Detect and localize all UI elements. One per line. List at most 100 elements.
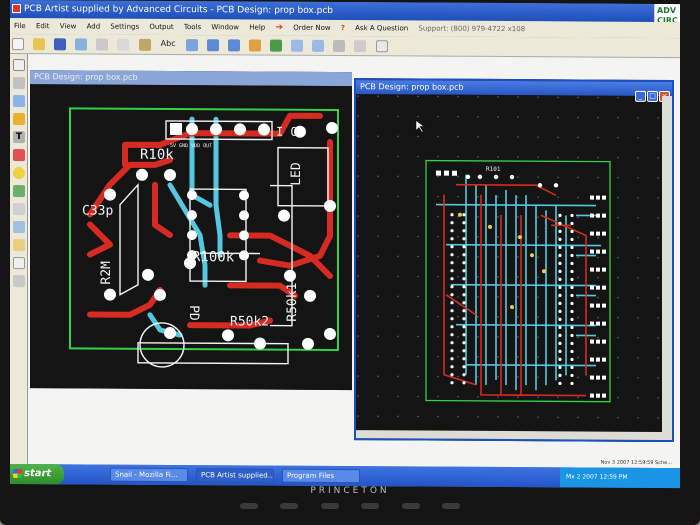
pcb-window-zoomed[interactable]: PCB Design: prop box.pcb [30,70,352,391]
task-program-files[interactable]: Program Files [282,468,360,484]
connector-pad [602,213,606,218]
ic-pin [450,333,454,337]
copper-tool-icon[interactable] [13,185,25,198]
pcb-window-full[interactable]: PCB Design: prop box.pcb _□× [354,78,674,443]
zoom-icon[interactable] [185,39,198,52]
ic-pin [450,253,454,257]
ic-pin [450,341,454,345]
menu-help[interactable]: Help [249,23,266,32]
measure-tool-icon[interactable] [13,257,25,270]
monitor-button[interactable] [280,503,299,509]
area-tool-icon[interactable] [13,203,25,216]
ic-pin [450,237,454,241]
ic-pin [450,213,454,217]
line-tool-icon[interactable] [13,77,25,90]
ic-pin [570,285,574,290]
ic-pin [570,357,574,362]
connector-pad [596,393,600,398]
cut-icon[interactable] [96,38,109,51]
redo-icon[interactable] [312,39,325,52]
via-tool-icon[interactable] [13,239,25,252]
delete-icon[interactable] [333,39,346,53]
zoom-out-icon[interactable] [227,39,240,52]
edge-connectors [590,195,606,398]
monitor-button[interactable] [240,503,258,509]
connector-pad [596,195,600,200]
ic-pin [570,373,574,378]
connector-pad [590,303,594,308]
pads [104,121,338,350]
ic-pin [462,229,466,233]
undo-icon[interactable] [291,39,304,52]
dimension-tool-icon[interactable] [13,221,25,234]
track-tool-icon[interactable] [13,95,25,108]
start-button[interactable]: start [10,464,64,485]
ic-pin [462,221,466,225]
pcb-canvas-zoomed[interactable]: R10k C33p R2M R100k PD R50k2 R50k1 LED I… [30,84,352,391]
ic-pin [558,325,562,329]
label-r2m: R2M [99,261,114,285]
task-mozilla[interactable]: Snail - Mozilla Fi... [110,467,188,483]
menu-order-now[interactable]: Order Now [293,23,331,32]
ic-pin [558,357,562,361]
print-icon[interactable] [75,38,88,51]
connector-pad [590,213,594,218]
copy-icon[interactable] [117,38,130,51]
ic-pin [558,349,562,353]
vertical-scrollbar[interactable] [662,95,672,441]
ic-pin [462,325,466,329]
connector-pad [590,321,594,326]
select-tool-icon[interactable] [13,59,25,72]
circle-tool-icon[interactable] [13,167,25,180]
grid-icon[interactable] [270,39,283,52]
top-traces-full [443,183,587,397]
ic-pin [462,357,466,361]
paste-icon[interactable] [138,38,151,51]
pcb-canvas-full[interactable]: R101 [356,94,662,436]
connector-pad [590,195,594,200]
menu-output[interactable]: Output [149,22,174,31]
menu-file[interactable]: File [14,22,26,31]
ic-pin [462,293,466,297]
ic-pin [558,285,562,289]
ic-pin [570,293,574,298]
monitor-button[interactable] [320,503,339,509]
monitor-button[interactable] [401,503,420,509]
menu-window[interactable]: Window [211,23,240,32]
text-tool-button[interactable]: Abc [160,38,176,49]
board-outline-full [425,159,611,403]
ic-pin [558,229,562,233]
pointer-icon[interactable] [375,40,388,53]
component-tool-icon[interactable] [13,113,25,126]
menu-edit[interactable]: Edit [35,22,50,31]
ic-pin [558,333,562,337]
connector-pad [596,213,600,218]
horizontal-scrollbar[interactable] [356,430,662,440]
screen: PCB Artist supplied by Advanced Circuits… [10,0,680,489]
zoom-in-icon[interactable] [206,39,219,52]
text-tool-icon[interactable]: T [13,131,25,144]
monitor-button[interactable] [361,503,380,509]
minimize-button[interactable]: _ [635,90,646,102]
pad-tool-icon[interactable] [13,149,25,162]
monitor-button[interactable] [441,503,460,509]
save-icon[interactable] [54,38,67,51]
label-r50k2: R50k2 [230,314,269,329]
task-pcb-artist[interactable]: PCB Artist supplied... [196,468,274,483]
label-r101: R101 [486,166,501,173]
maximize-button[interactable]: □ [647,90,658,102]
ic-pin [450,317,454,321]
ic-pin-rows [450,213,574,386]
connector-pad [596,285,600,290]
drill-tool-icon[interactable] [13,275,25,288]
menu-settings[interactable]: Settings [110,22,140,31]
palette-icon[interactable] [248,39,261,52]
menu-ask-question[interactable]: Ask A Question [355,24,409,33]
new-file-icon[interactable] [12,38,24,51]
menu-tools[interactable]: Tools [183,23,202,32]
open-folder-icon[interactable] [33,38,46,51]
menu-add[interactable]: Add [86,22,101,31]
close-icon[interactable] [354,40,367,53]
menu-view[interactable]: View [59,22,77,31]
order-arrow-icon: ➔ [275,22,283,33]
